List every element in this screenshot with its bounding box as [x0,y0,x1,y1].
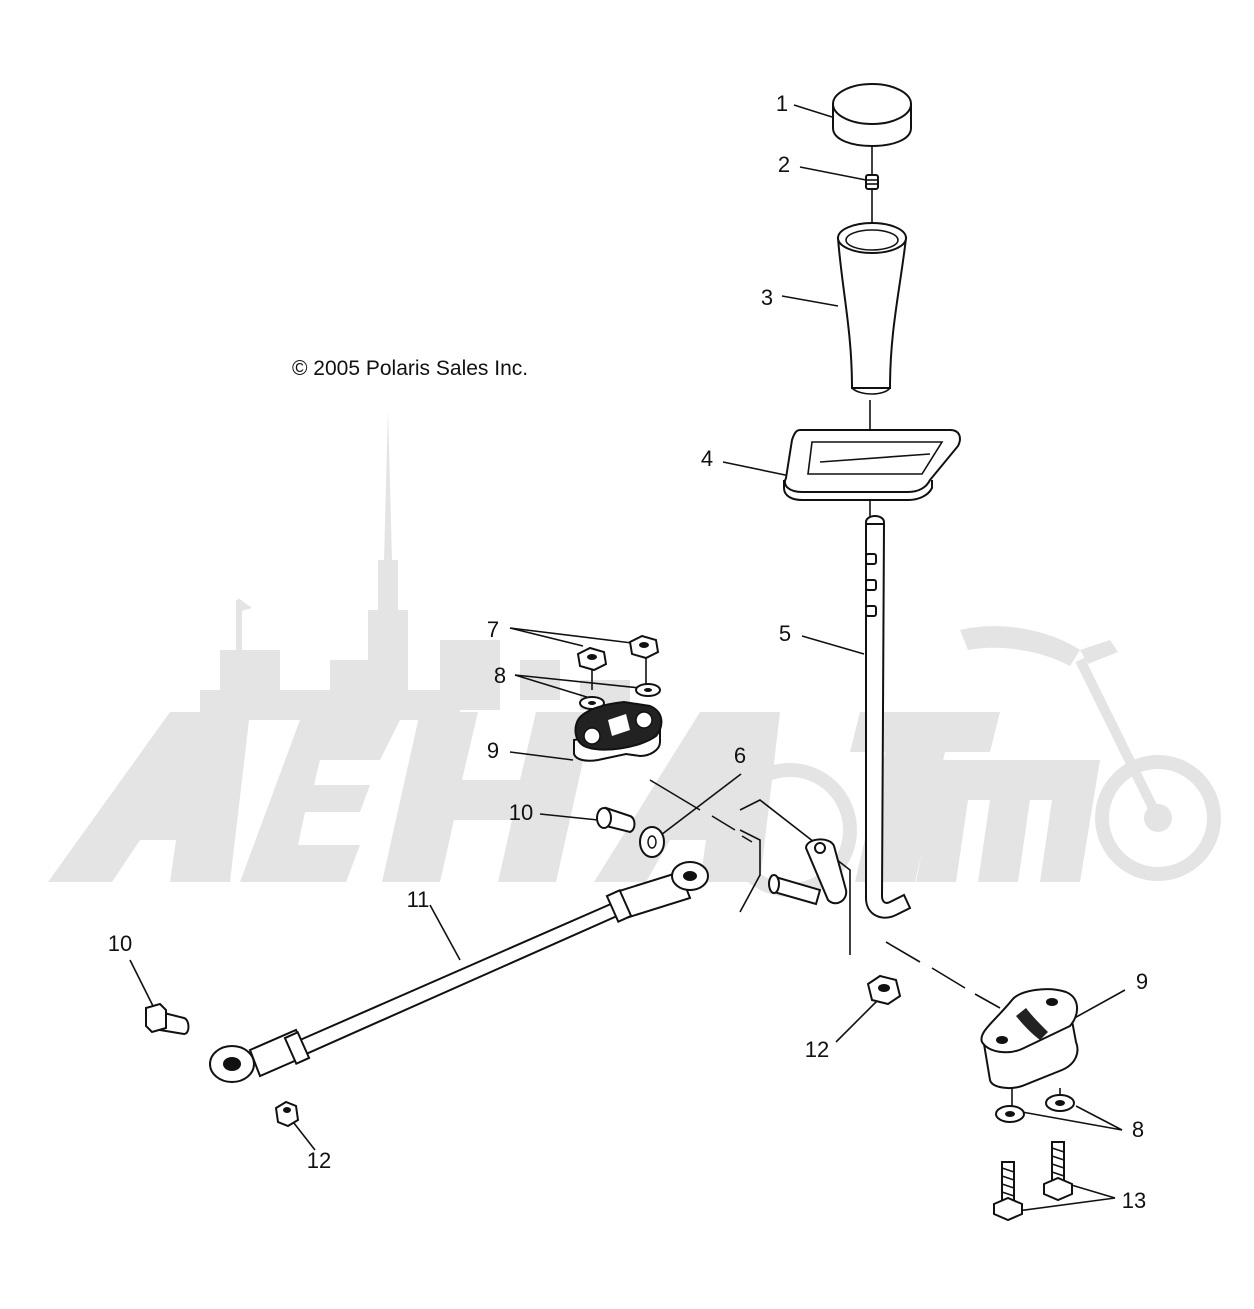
callout-c5: 5 [779,621,791,646]
callout-c12b: 12 [805,1037,829,1062]
screws-13 [993,1141,1073,1222]
bolt-10-left [145,1002,190,1036]
shift-gate-boot [783,429,961,501]
nuts-7 [576,634,660,672]
pivot-block-lower [980,988,1079,1089]
washer-6 [639,826,665,858]
screw-13-right [1043,1141,1073,1202]
shift-handle [836,222,908,395]
pivot-block-upper [573,700,663,762]
copyright-notice: © 2005 Polaris Sales Inc. [292,357,528,380]
callout-c9a: 9 [487,738,499,763]
nut-7-left [576,646,608,672]
set-screw [865,174,879,190]
callout-c9b: 9 [1136,969,1148,994]
watermark-motorcycle [723,626,1221,897]
callout-c13: 13 [1122,1188,1146,1213]
callout-c12a: 12 [307,1148,331,1173]
callout-c10b: 10 [108,931,132,956]
callout-c4: 4 [701,446,713,471]
watermark-lettering [48,712,1100,882]
callout-c2: 2 [778,152,790,177]
callout-c6: 6 [734,743,746,768]
callout-c7: 7 [487,617,499,642]
screw-13-left [993,1161,1023,1222]
callout-c8b: 8 [1132,1117,1144,1142]
nut-12-left [274,1100,300,1128]
callout-c1: 1 [776,91,788,116]
washers-8-upper [579,683,661,710]
callout-c8a: 8 [494,663,506,688]
watermark [48,410,1221,897]
callout-c3: 3 [761,285,773,310]
nut-7-right [628,634,660,660]
shift-lever-rod [768,515,912,919]
nut-12-right [866,974,902,1006]
knob-cap [832,83,912,148]
tie-rod [209,861,709,1083]
washers-8-lower [995,1094,1075,1123]
callout-c10a: 10 [509,800,533,825]
callout-c11: 11 [407,887,430,912]
leader-lines [129,104,1126,1213]
bolt-10-middle [596,806,636,834]
watermark-cathedral [200,410,630,720]
